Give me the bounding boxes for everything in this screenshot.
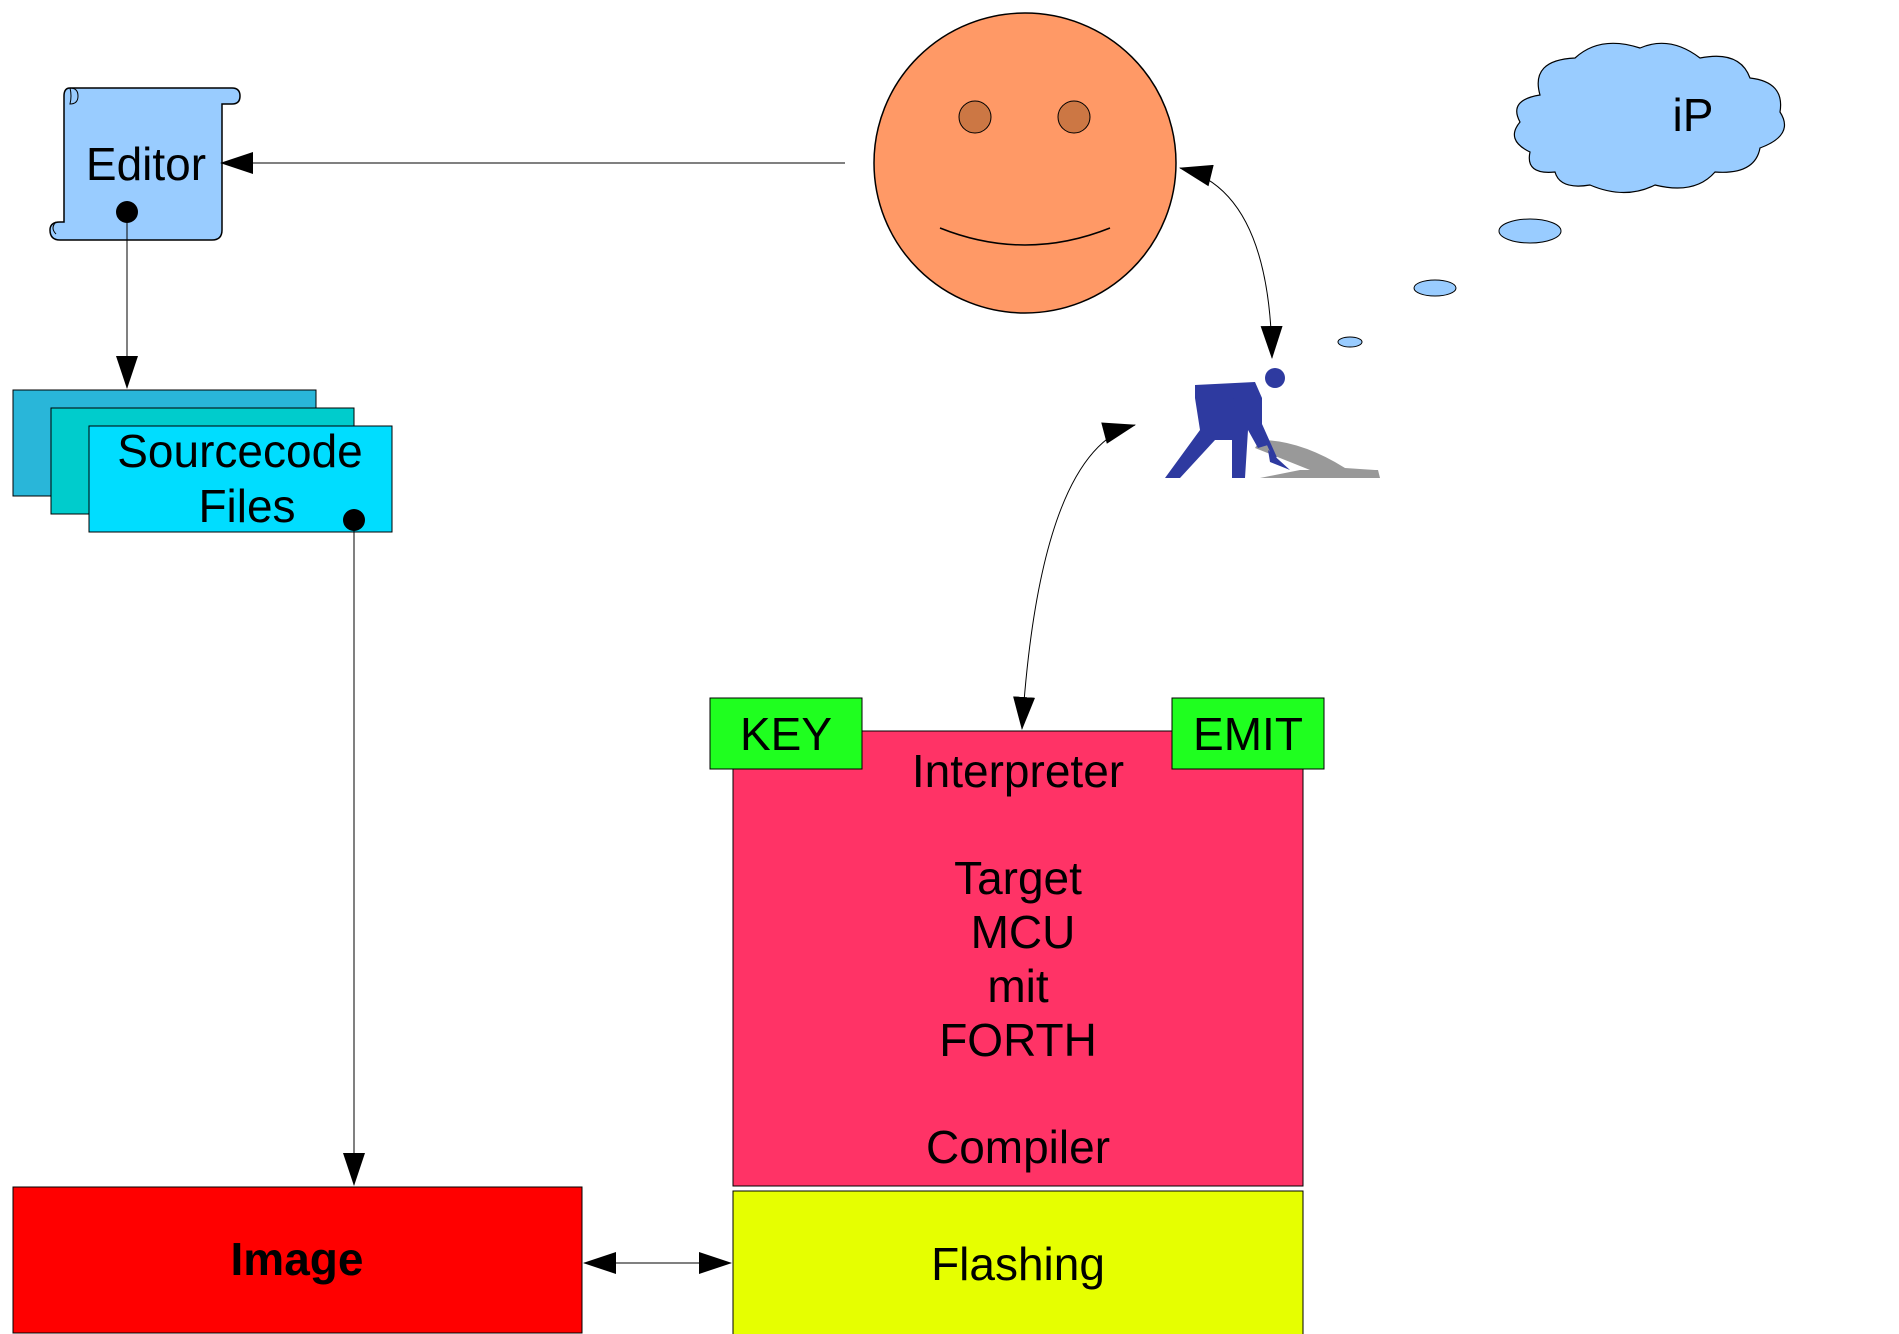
face-worker-arrow bbox=[1179, 164, 1283, 359]
worker-mcu-arrow bbox=[1013, 422, 1136, 730]
emit-box: EMIT bbox=[1171, 697, 1325, 770]
sourcecode-files: Sourcecode Files bbox=[12, 389, 393, 533]
key-box: KEY bbox=[709, 697, 863, 770]
interpreter-label: Interpreter bbox=[912, 745, 1124, 797]
file-sheet-front bbox=[88, 425, 393, 533]
left-eye bbox=[958, 100, 992, 134]
right-eye bbox=[1057, 100, 1091, 134]
sourcecode-label-line2: Files bbox=[198, 480, 295, 532]
image-box: Image bbox=[12, 1186, 583, 1334]
compiler-label: Compiler bbox=[926, 1121, 1110, 1173]
smile bbox=[939, 227, 1111, 246]
sand-pile bbox=[1255, 440, 1380, 478]
target-line-2: MCU bbox=[971, 906, 1076, 958]
sourcecode-label-line1: Sourcecode bbox=[117, 425, 363, 477]
scroll-icon bbox=[49, 87, 241, 241]
target-line-3: mit bbox=[987, 960, 1049, 1012]
key-label: KEY bbox=[740, 708, 832, 760]
editor-label: Editor bbox=[86, 138, 206, 190]
emit-label: EMIT bbox=[1193, 708, 1303, 760]
thought-bubble-medium bbox=[1413, 279, 1457, 297]
image-label: Image bbox=[231, 1233, 364, 1285]
smiley-face-icon bbox=[873, 12, 1177, 314]
flashing-label: Flashing bbox=[931, 1238, 1105, 1290]
target-line-4: FORTH bbox=[939, 1014, 1097, 1066]
thought-cloud-icon: iP bbox=[1337, 42, 1785, 348]
thought-bubble-large bbox=[1498, 218, 1562, 244]
editor-scroll: Editor bbox=[49, 87, 241, 241]
target-mcu-box: Interpreter Target MCU mit FORTH Compile… bbox=[732, 730, 1304, 1187]
flashing-box: Flashing bbox=[732, 1190, 1304, 1334]
thought-bubble-small bbox=[1337, 336, 1363, 348]
thought-label: iP bbox=[1673, 89, 1714, 141]
construction-worker-icon bbox=[1165, 368, 1380, 478]
target-line-1: Target bbox=[954, 852, 1082, 904]
